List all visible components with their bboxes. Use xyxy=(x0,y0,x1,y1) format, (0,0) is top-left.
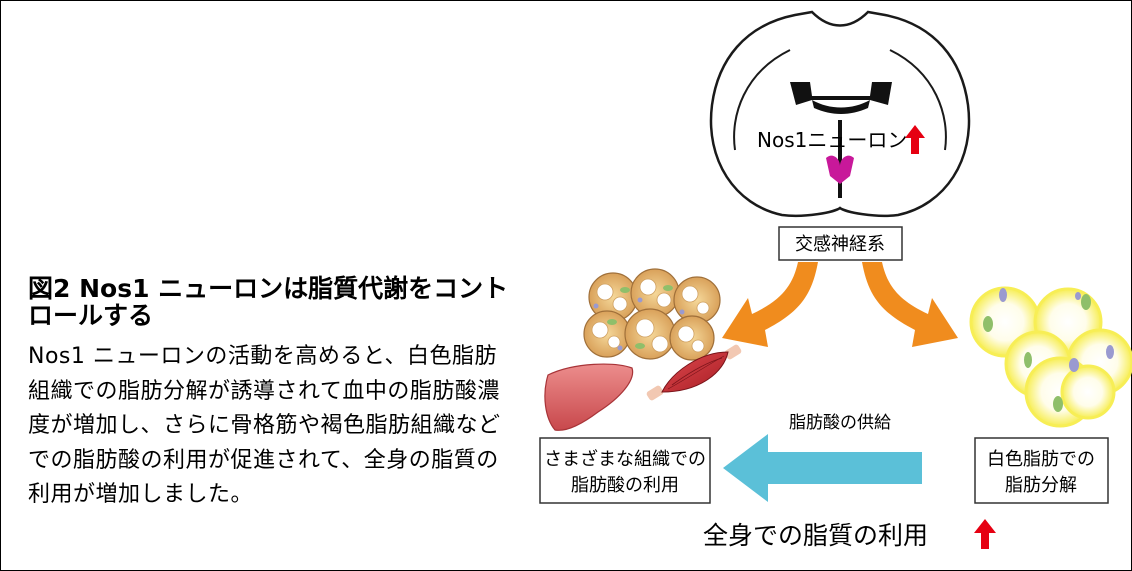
figure-description: Nos1 ニューロンの活動を高めると、白色脂肪組織での脂肪分解が誘導されて血中の… xyxy=(28,344,501,507)
white-fat-label-line2: 脂肪分解 xyxy=(1005,475,1077,496)
white-fat-box xyxy=(974,437,1109,504)
sympathetic-right-arrow-icon xyxy=(862,262,958,347)
supply-label: 脂肪酸の供給 xyxy=(789,413,891,433)
whole-body-label: 全身での脂質の利用 xyxy=(703,521,928,550)
white-adipose-icon xyxy=(969,286,1132,428)
neuron-label: Nos1ニューロン xyxy=(757,128,907,152)
brain-section-icon xyxy=(709,10,971,217)
figure-title: 図2 Nos1 ニューロンは脂質代謝をコントロールする xyxy=(28,274,509,330)
tissue-use-label-line2: 脂肪酸の利用 xyxy=(571,475,679,496)
brown-adipose-icon xyxy=(583,268,721,361)
skeletal-muscle-icon xyxy=(646,344,742,401)
white-fat-label-line1: 白色脂肪での xyxy=(987,449,1095,470)
tissue-use-label-line1: さまざまな組織での xyxy=(544,448,706,470)
tissue-use-box xyxy=(539,437,711,504)
liver-icon xyxy=(544,363,634,431)
supply-arrow-icon xyxy=(723,434,922,502)
sympathetic-left-arrow-icon xyxy=(722,262,818,347)
whole-body-increase-arrow-icon xyxy=(974,519,996,549)
sympathetic-box xyxy=(778,226,903,261)
sympathetic-label: 交感神経系 xyxy=(795,234,885,255)
neuron-increase-arrow-icon xyxy=(905,125,925,154)
